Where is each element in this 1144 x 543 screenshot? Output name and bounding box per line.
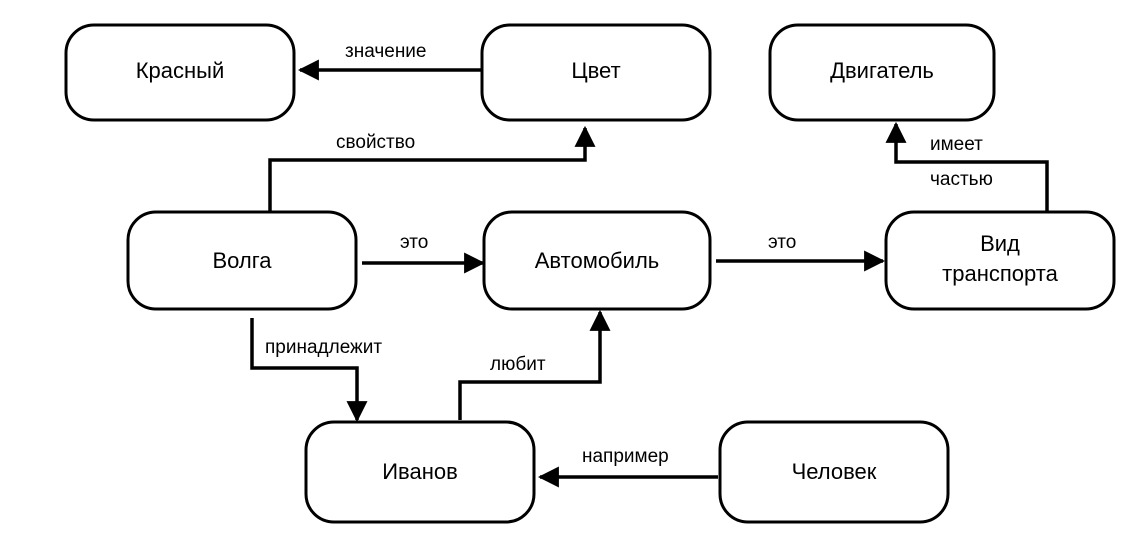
node-volga: Волга xyxy=(126,210,358,311)
edge-label-eto-2: это xyxy=(768,232,796,253)
edge-naprimer: например xyxy=(537,446,718,488)
node-label-volga: Волга xyxy=(212,248,272,273)
node-label-ivanov: Иванов xyxy=(382,459,458,484)
edge-label-znachenie: значение xyxy=(345,41,427,62)
node-label-vid-line2: транспорта xyxy=(942,261,1058,286)
edge-label-lyubit: любит xyxy=(490,354,546,375)
edge-line-imeet xyxy=(885,121,1049,212)
edge-line-prinadlezhit xyxy=(250,318,368,423)
edge-prinadlezhit: принадлежит xyxy=(250,318,382,423)
edge-lyubit: любит xyxy=(458,309,611,420)
edge-svoystvo: свойство xyxy=(268,125,596,212)
node-label-krasny: Красный xyxy=(136,58,225,83)
edge-label-svoystvo: свойство xyxy=(336,132,415,153)
node-label-dvigatel: Двигатель xyxy=(830,58,934,83)
node-dvigatel: Двигатель xyxy=(768,23,996,122)
edge-znachenie: значение xyxy=(297,41,482,81)
edge-label-eto-1: это xyxy=(400,232,428,253)
edge-label-imeet-line1: имеет xyxy=(930,134,983,155)
edge-label-prinadlezhit: принадлежит xyxy=(265,337,382,358)
node-avtomobil: Автомобиль xyxy=(482,210,712,311)
edge-label-imeet-line2: частью xyxy=(930,169,993,190)
edge-eto-volga-avtomobil: это xyxy=(362,232,486,274)
edge-eto-avtomobil-vid: это xyxy=(716,232,886,272)
edge-line-svoystvo xyxy=(268,125,596,212)
node-vid-transporta: Вид транспорта xyxy=(884,210,1116,311)
node-label-avtomobil: Автомобиль xyxy=(535,248,660,273)
node-chelovek: Человек xyxy=(718,420,950,524)
node-tsvet: Цвет xyxy=(480,23,712,122)
node-krasny: Красный xyxy=(64,23,296,122)
node-ivanov: Иванов xyxy=(304,420,536,524)
node-label-tsvet: Цвет xyxy=(571,58,620,83)
node-label-chelovek: Человек xyxy=(792,459,877,484)
edge-line-lyubit xyxy=(458,309,611,420)
edge-imeet-chastyu: имеет частью xyxy=(885,121,1049,212)
node-label-vid-line1: Вид xyxy=(980,231,1020,256)
edge-label-naprimer: например xyxy=(582,446,669,467)
